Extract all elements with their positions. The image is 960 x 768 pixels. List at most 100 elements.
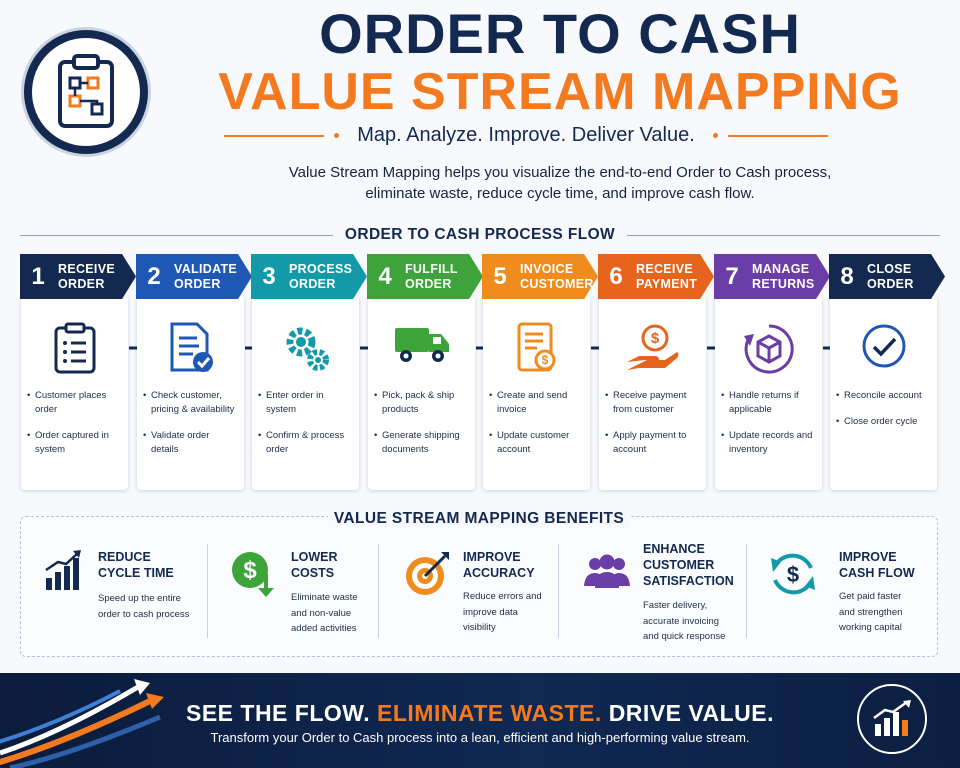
divider (20, 234, 333, 236)
step-number: 6 (609, 262, 623, 290)
step-bullet: Generate shipping documents (374, 429, 467, 457)
divider-dot (712, 133, 718, 138)
divider-dot (334, 133, 340, 138)
step-bullet: Update customer account (489, 429, 582, 457)
step-bullets: Create and send invoiceUpdate customer a… (483, 389, 590, 469)
process-section-title: ORDER TO CASH PROCESS FLOW (344, 226, 616, 243)
footer-slogan: SEE THE FLOW. ELIMINATE WASTE. DRIVE VAL… (160, 700, 800, 727)
step-bullet: Handle returns if applicable (721, 389, 814, 417)
payment-hand-icon: $ (599, 322, 706, 376)
step-bullets: Pick, pack & ship productsGenerate shipp… (368, 389, 475, 469)
header-logo (21, 27, 151, 157)
step-bullet: Reconcile account (836, 389, 929, 403)
divider (378, 544, 379, 638)
step-bullet: Create and send invoice (489, 389, 582, 417)
clipboard-icon (21, 322, 128, 376)
invoice-icon: $ (483, 322, 590, 376)
step-bullet: Check customer, pricing & availability (143, 389, 236, 417)
truck-icon (368, 322, 475, 376)
tagline-row: Map. Analyze. Improve. Deliver Value. (170, 124, 882, 147)
divider (627, 234, 940, 236)
step-bullet: Enter order in system (258, 389, 351, 417)
intro-line: eliminate waste, reduce cycle time, and … (365, 185, 755, 202)
process-section-header: ORDER TO CASH PROCESS FLOW (20, 226, 940, 244)
slogan-part: DRIVE VALUE. (608, 700, 775, 726)
return-box-icon (715, 322, 822, 376)
svg-text:$: $ (541, 353, 548, 367)
step-number: 8 (840, 262, 854, 290)
step-bullets: Handle returns if applicableUpdate recor… (715, 389, 822, 469)
growth-chart-badge (857, 684, 927, 754)
step-bullets: Enter order in systemConfirm & process o… (252, 389, 359, 469)
divider (746, 544, 747, 638)
footer-banner (0, 673, 960, 768)
page-subtitle: VALUE STREAM MAPPING (218, 63, 902, 121)
step-number: 5 (493, 262, 507, 290)
step-bullet: Update records and inventory (721, 429, 814, 457)
check-circle-icon (830, 322, 937, 376)
dollar-down-icon: $ (230, 550, 278, 603)
divider (727, 134, 828, 137)
step-bullets: Receive payment from customerApply payme… (599, 389, 706, 469)
cash-cycle-icon: $ (767, 548, 819, 605)
divider (558, 544, 559, 638)
svg-text:$: $ (650, 330, 659, 347)
step-bullet: Receive payment from customer (605, 389, 698, 417)
step-bullet: Apply payment to account (605, 429, 698, 457)
growth-arrows-icon (0, 679, 164, 768)
divider (207, 544, 208, 638)
divider (224, 134, 325, 137)
people-icon (583, 552, 631, 597)
step-bullet: Close order cycle (836, 415, 929, 429)
slogan-part-highlight: ELIMINATE WASTE. (377, 700, 602, 726)
footer-subtext: Transform your Order to Cash process int… (210, 730, 750, 745)
svg-text:$: $ (243, 557, 257, 584)
clipboard-flow-icon (58, 54, 114, 128)
step-bullets: Customer places orderOrder captured in s… (21, 389, 128, 469)
step-bullet: Pick, pack & ship products (374, 389, 467, 417)
benefits-section-title: VALUE STREAM MAPPING BENEFITS (20, 510, 938, 528)
step-bullet: Customer places order (27, 389, 120, 417)
gears-icon (252, 322, 359, 376)
step-bullets: Reconcile accountClose order cycle (830, 389, 937, 441)
step-number: 4 (378, 262, 392, 290)
step-number: 3 (262, 262, 276, 290)
svg-text:$: $ (787, 562, 799, 587)
target-icon (403, 550, 451, 603)
benefits-title-text: VALUE STREAM MAPPING BENEFITS (327, 510, 631, 527)
tagline: Map. Analyze. Improve. Deliver Value. (357, 124, 695, 146)
step-bullet: Confirm & process order (258, 429, 351, 457)
step-bullet: Validate order details (143, 429, 236, 457)
slogan-part: SEE THE FLOW. (185, 700, 371, 726)
step-number: 7 (725, 262, 739, 290)
document-check-icon (137, 322, 244, 376)
intro-text: Value Stream Mapping helps you visualize… (160, 162, 960, 204)
benefits-panel (20, 516, 938, 657)
step-number: 2 (147, 262, 161, 290)
step-bullets: Check customer, pricing & availabilityVa… (137, 389, 244, 469)
